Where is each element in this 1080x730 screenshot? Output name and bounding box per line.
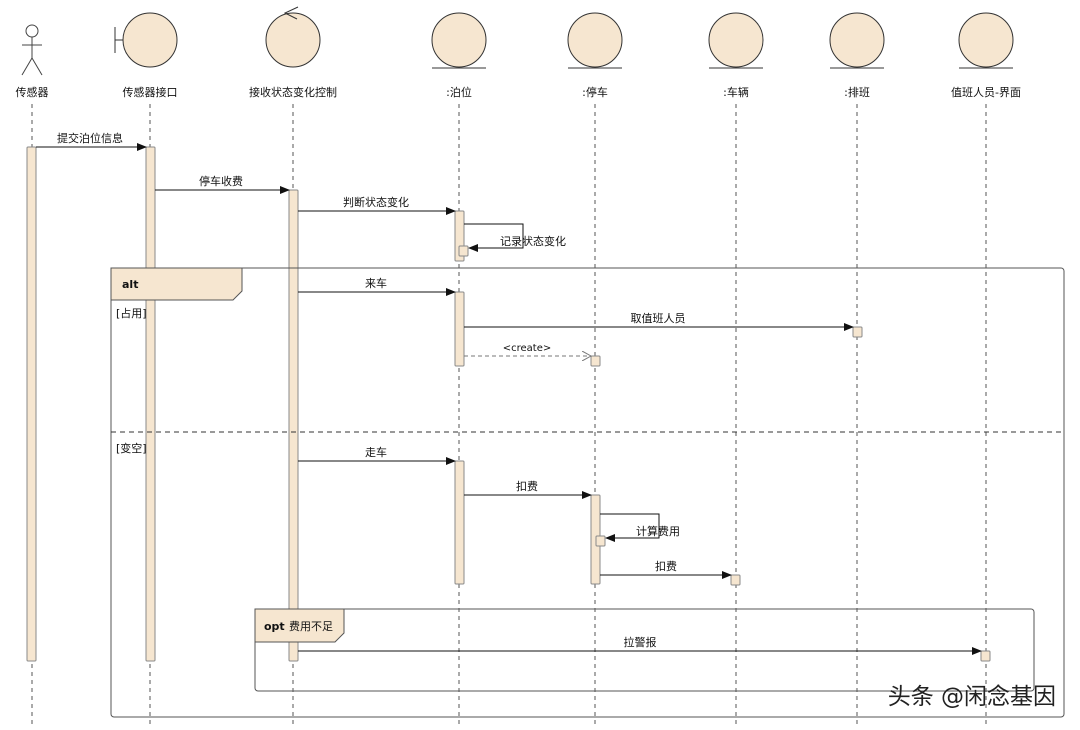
- alt-guard-occupied: [占用]: [116, 306, 147, 320]
- message-label: 判断状态变化: [343, 195, 409, 209]
- activation-sensor-interface: [145, 146, 156, 662]
- message-label: 拉警报: [624, 635, 657, 649]
- activation-receive-state: [288, 189, 299, 662]
- activation-parking-self: [595, 535, 606, 547]
- message-label: 记录状态变化: [500, 234, 566, 248]
- activation-parking-created: [590, 355, 601, 367]
- participant-label-berth: :泊位: [446, 85, 472, 99]
- message-deduct-fee-2: 扣费: [600, 559, 732, 579]
- message-label: 提交泊位信息: [57, 131, 123, 145]
- watermark: 头条 @闲念基因: [888, 684, 1056, 710]
- participant-label-sensor-interface: 传感器接口: [123, 86, 178, 99]
- message-parking-fee: 停车收费: [155, 174, 290, 194]
- participant-label-parking: :停车: [582, 85, 608, 99]
- participant-label-schedule: :排班: [844, 85, 870, 99]
- message-label: 取值班人员: [631, 312, 686, 325]
- message-deduct-fee-1: 扣费: [464, 479, 592, 499]
- activation-berth-self: [458, 245, 469, 257]
- activation-sensor: [26, 146, 37, 662]
- entity-head-duty-ui: [958, 12, 1014, 69]
- message-calculate-fee: 计算费用: [600, 513, 680, 542]
- activation-berth-3: [454, 460, 465, 585]
- message-label: 来车: [365, 276, 387, 290]
- participant-label-sensor: 传感器: [16, 86, 49, 99]
- message-label: 计算费用: [636, 524, 680, 538]
- message-create: <create>: [464, 343, 591, 356]
- message-judge-state-change: 判断状态变化: [298, 195, 456, 215]
- activation-vehicle: [730, 574, 741, 586]
- message-car-arrives: 来车: [298, 276, 456, 296]
- activation-schedule: [852, 326, 863, 338]
- opt-condition-label: 费用不足: [289, 620, 333, 633]
- entity-head-parking: [567, 12, 623, 69]
- control-head-receive-state: [265, 6, 321, 68]
- participant-label-duty-ui: 值班人员-界面: [951, 86, 1021, 99]
- message-label: <create>: [503, 343, 552, 354]
- message-car-leaves: 走车: [298, 445, 456, 465]
- message-get-duty-staff: 取值班人员: [464, 312, 854, 331]
- message-submit-berth-info: 提交泊位信息: [36, 131, 147, 151]
- entity-head-schedule: [829, 12, 885, 69]
- participant-label-vehicle: :车辆: [723, 85, 749, 99]
- opt-fragment: opt 费用不足: [254, 608, 1035, 692]
- message-raise-alarm: 拉警报: [298, 635, 982, 655]
- entity-head-berth: [431, 12, 487, 69]
- alt-operator-label: alt: [122, 278, 138, 291]
- actor-head-sensor: [21, 24, 43, 76]
- participant-label-receive-state: 接收状态变化控制: [249, 85, 337, 99]
- message-label: 扣费: [655, 559, 677, 573]
- message-label: 走车: [365, 445, 387, 459]
- activation-berth-2: [454, 291, 465, 367]
- message-label: 扣费: [516, 479, 538, 493]
- message-record-state-change: 记录状态变化: [464, 223, 566, 252]
- message-label: 停车收费: [199, 174, 243, 188]
- activation-duty-ui: [980, 650, 991, 662]
- alt-fragment: alt [占用] [变空]: [110, 267, 1065, 718]
- opt-operator-label: opt: [264, 620, 285, 633]
- boundary-head-sensor-interface: [114, 12, 178, 68]
- entity-head-vehicle: [708, 12, 764, 69]
- alt-guard-vacant: [变空]: [116, 441, 147, 455]
